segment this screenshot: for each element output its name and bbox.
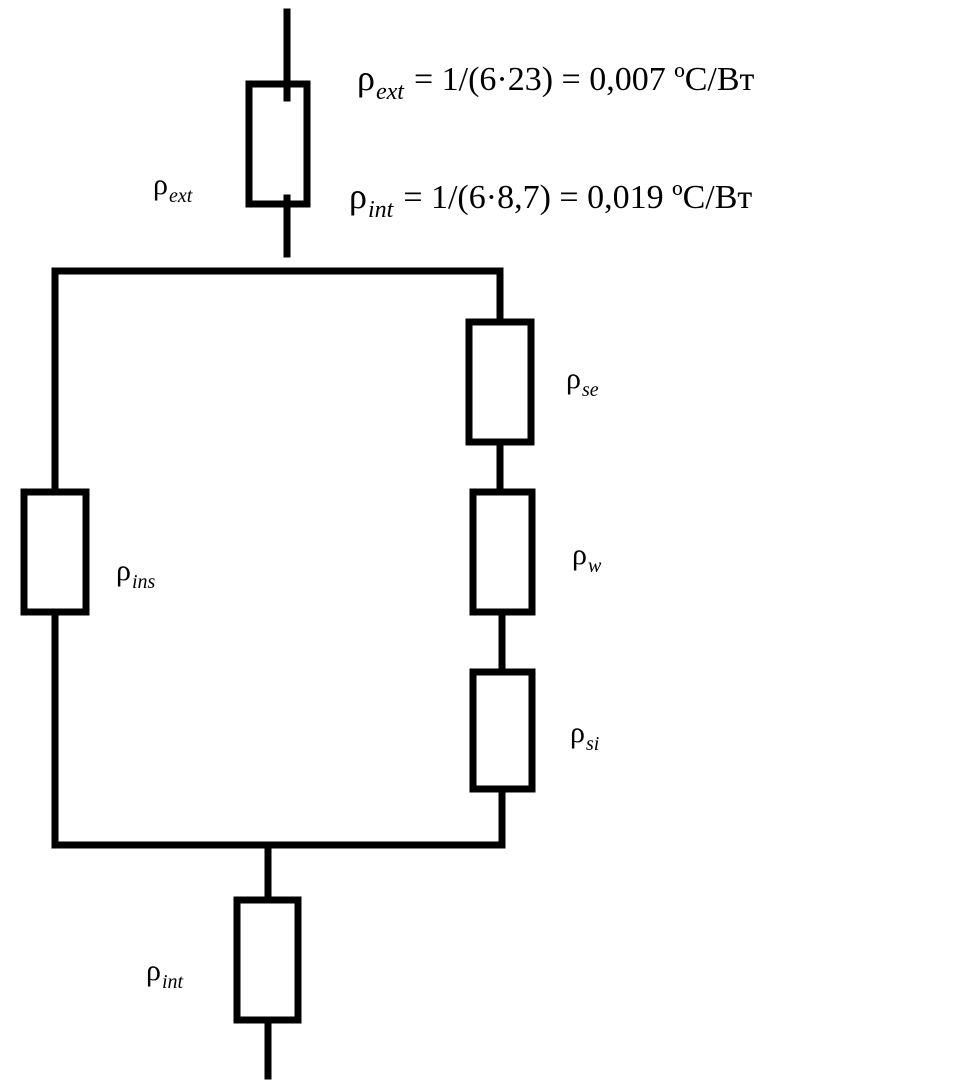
- equation-int: ρint= 1/(6·8,7) = 0,019 ºC/Вт: [349, 176, 753, 223]
- resistor-ext: [245, 80, 311, 208]
- resistor-int: [233, 896, 302, 1024]
- resistor-se: [465, 318, 535, 446]
- label-w: ρw: [572, 538, 602, 577]
- label-si: ρsi: [570, 716, 600, 755]
- resistor-ins: [20, 488, 90, 616]
- label-int: ρint: [146, 954, 184, 993]
- label-se: ρse: [566, 362, 599, 401]
- label-ext: ρext: [153, 168, 193, 207]
- resistor-w: [469, 488, 536, 616]
- resistor-si: [469, 668, 536, 793]
- label-ins: ρins: [116, 554, 156, 593]
- equation-ext: ρext= 1/(6·23) = 0,007 ºC/Вт: [357, 58, 755, 105]
